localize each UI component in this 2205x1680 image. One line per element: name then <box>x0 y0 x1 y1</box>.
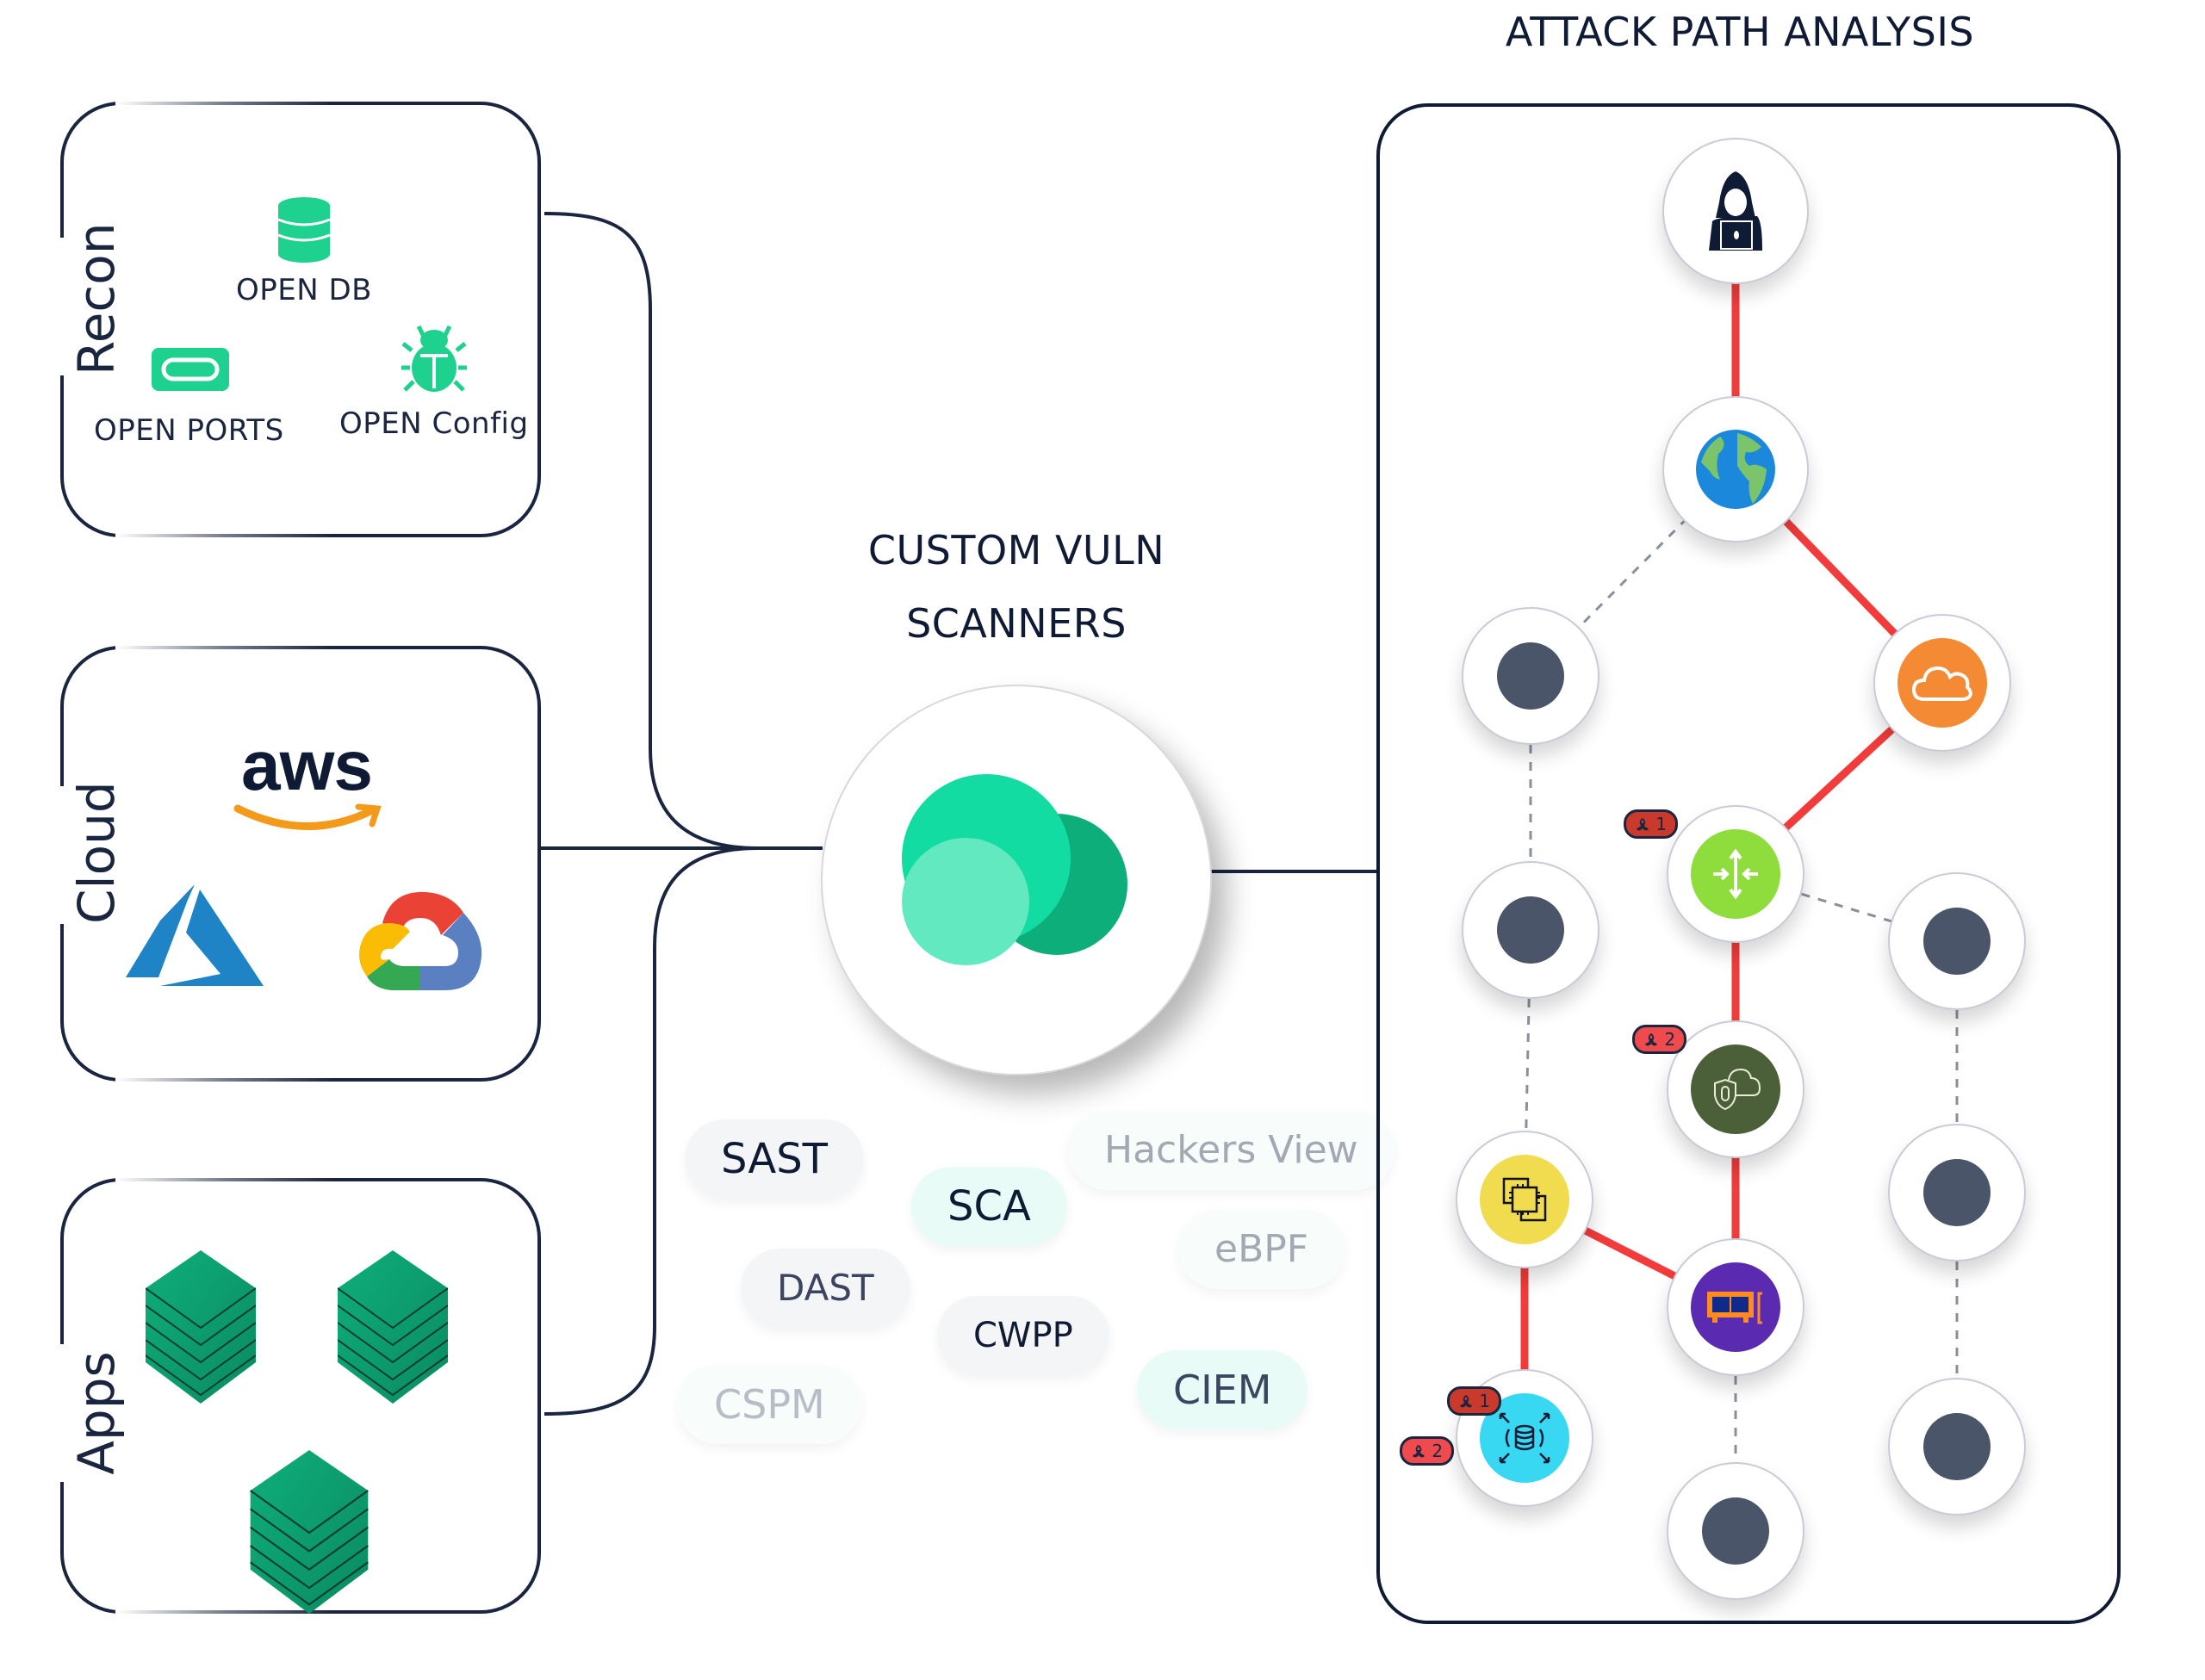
cpu-instances-icon <box>1480 1155 1569 1244</box>
bug-icon <box>401 325 467 392</box>
vuln-badge[interactable]: 1 <box>1624 809 1679 839</box>
aws-smile-icon <box>233 803 382 830</box>
graph-node-compute[interactable] <box>1456 1131 1593 1268</box>
aws-wordmark: aws <box>241 727 373 805</box>
recon-group: Recon OPEN DB OPEN PORTS OPEN Config <box>50 100 541 539</box>
open-db-label: OPEN DB <box>236 273 372 307</box>
graph-node-n-bottom[interactable] <box>1667 1462 1804 1600</box>
port-icon <box>152 348 229 391</box>
globe-icon <box>1688 422 1783 517</box>
vuln-badge[interactable]: 2 <box>1400 1436 1455 1466</box>
node-dot-icon <box>1923 908 1991 975</box>
apps-group: Apps <box>50 1176 541 1615</box>
attack-path-title: ATTACK PATH ANALYSIS <box>1505 9 1975 55</box>
cloud-shield-icon <box>1691 1045 1780 1134</box>
scanner-logo-circle[interactable] <box>821 685 1212 1076</box>
recon-connector <box>543 212 759 850</box>
graph-node-n-left-1[interactable] <box>1462 607 1599 745</box>
app-stack-icon <box>338 1250 448 1404</box>
database-icon <box>277 197 331 263</box>
cloud-logo-icon <box>902 774 1127 965</box>
graph-node-n-left-2[interactable] <box>1462 861 1599 999</box>
vuln-count: 2 <box>1432 1441 1444 1461</box>
graph-node-router[interactable] <box>1667 805 1804 943</box>
cloud-group: Cloud aws <box>50 644 541 1083</box>
vuln-count: 2 <box>1664 1029 1676 1050</box>
azure-logo <box>126 884 264 986</box>
node-dot-icon <box>1923 1413 1991 1480</box>
tag-ebpf[interactable]: eBPF <box>1178 1210 1345 1289</box>
tag-hackers-view[interactable]: Hackers View <box>1068 1111 1394 1190</box>
scanner-title-line1: CUSTOM VULN <box>867 527 1165 573</box>
tag-cwpp[interactable]: CWPP <box>937 1296 1109 1375</box>
cloud-icon <box>1898 638 1987 728</box>
tag-sca[interactable]: SCA <box>911 1167 1067 1246</box>
app-stack-icon <box>250 1450 369 1614</box>
router-icon <box>1691 829 1780 919</box>
graph-node-cloud[interactable] <box>1873 614 2011 752</box>
tag-ciem[interactable]: CIEM <box>1137 1350 1308 1429</box>
scanner-title-line2: SCANNERS <box>906 600 1127 647</box>
tag-sast[interactable]: SAST <box>685 1119 864 1199</box>
vuln-badge[interactable]: 2 <box>1632 1025 1687 1054</box>
vuln-count: 1 <box>1655 814 1668 834</box>
graph-node-shield[interactable] <box>1667 1020 1804 1158</box>
graph-node-n-right-2[interactable] <box>1888 1124 2026 1262</box>
graph-node-n-right-1[interactable] <box>1888 872 2026 1010</box>
attack-path-panel <box>1376 103 2121 1624</box>
hacker-icon <box>1688 164 1783 258</box>
node-dot-icon <box>1923 1159 1991 1226</box>
graph-node-n-right-3[interactable] <box>1888 1378 2026 1516</box>
tag-cspm[interactable]: CSPM <box>678 1365 861 1444</box>
aws-logo: aws <box>229 731 384 834</box>
node-dot-icon <box>1497 896 1564 964</box>
gcp-logo <box>359 891 482 990</box>
graph-node-internet[interactable] <box>1662 396 1809 542</box>
node-dot-icon <box>1497 642 1564 710</box>
apps-connector <box>543 846 759 1416</box>
graph-node-nic[interactable] <box>1667 1238 1804 1376</box>
tag-dast[interactable]: DAST <box>741 1249 910 1328</box>
graph-node-hacker[interactable] <box>1662 138 1809 284</box>
app-stack-icon <box>146 1250 256 1404</box>
open-ports-label: OPEN PORTS <box>94 413 284 448</box>
network-card-icon <box>1691 1262 1780 1352</box>
vuln-badge[interactable]: 1 <box>1447 1386 1502 1416</box>
vuln-count: 1 <box>1479 1391 1491 1411</box>
node-dot-icon <box>1702 1497 1769 1565</box>
open-config-label: OPEN Config <box>339 406 529 441</box>
